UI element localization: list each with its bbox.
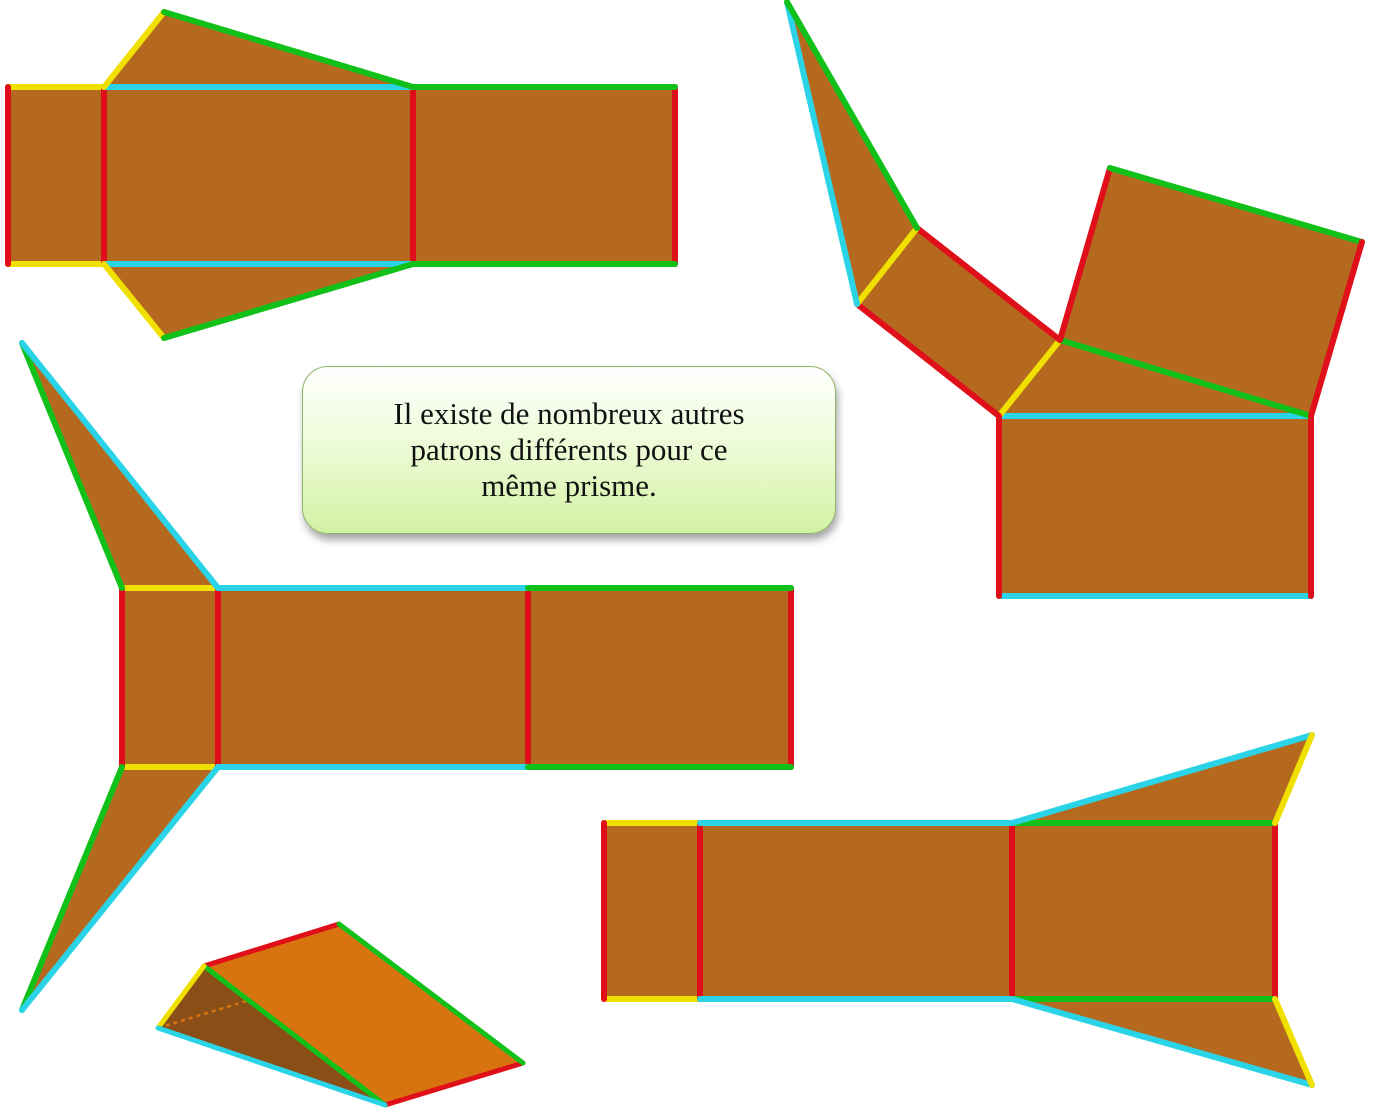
net-face <box>604 823 700 999</box>
green-edge <box>336 921 526 1066</box>
net-4 <box>601 732 1315 1088</box>
yellow-edge <box>1272 996 1315 1088</box>
net-1-edges <box>5 9 678 341</box>
orange-edge <box>291 985 524 1065</box>
yellow-edge <box>1272 732 1315 826</box>
green-edge <box>201 963 388 1108</box>
net-2 <box>784 0 1365 599</box>
cyan-edge <box>19 764 221 1013</box>
green-edge <box>161 9 416 90</box>
net-face <box>857 228 1060 416</box>
net-1 <box>5 9 678 341</box>
net-face <box>218 588 528 767</box>
red-edge <box>914 225 1063 343</box>
yellow-edge <box>101 9 167 90</box>
yellow-edge <box>854 225 920 307</box>
yellow-edge <box>101 261 167 341</box>
red-edge <box>1308 239 1365 419</box>
net-face <box>104 87 413 264</box>
info-callout: Il existe de nombreux autres patrons dif… <box>302 366 836 534</box>
green-edge <box>19 340 125 591</box>
red-edge <box>1057 165 1113 343</box>
net-face <box>8 87 104 264</box>
green-edge <box>1057 337 1314 419</box>
net-3-edges <box>19 340 794 1013</box>
net-face <box>787 2 917 304</box>
callout-text: Il existe de nombreux autres patrons dif… <box>393 396 744 504</box>
green-edge <box>19 764 125 1013</box>
prism-edges <box>155 921 526 1108</box>
net-1-faces <box>8 12 675 338</box>
cyan-edge <box>155 1025 388 1108</box>
red-edge <box>382 1060 526 1108</box>
net-4-edges <box>601 732 1315 1088</box>
yellow-edge <box>155 963 207 1031</box>
net-face <box>122 588 218 767</box>
prism-left-triangle <box>158 966 385 1105</box>
net-face <box>1060 168 1362 416</box>
cyan-edge <box>19 340 221 591</box>
cyan-edge <box>784 0 860 307</box>
net-face <box>999 340 1311 416</box>
green-edge <box>161 261 416 341</box>
green-edge <box>1107 165 1365 245</box>
prism-hidden-edges <box>157 923 524 1065</box>
net-3 <box>19 340 794 1013</box>
net-face <box>104 264 413 338</box>
green-edge <box>784 0 920 231</box>
cyan-edge <box>1009 996 1315 1088</box>
cyan-edge <box>1009 732 1315 826</box>
callout-line-1: Il existe de nombreux autres <box>393 396 745 431</box>
net-face <box>528 588 791 767</box>
net-face <box>104 12 413 87</box>
orange-edge <box>290 923 341 988</box>
callout-line-2: patrons différents pour ce <box>410 432 728 467</box>
red-edge <box>854 301 1002 419</box>
net-2-edges <box>784 0 1365 599</box>
yellow-edge <box>996 337 1063 419</box>
prism-top-face <box>204 924 523 1105</box>
red-edge <box>201 921 342 969</box>
net-face <box>700 823 1012 999</box>
net-face <box>413 87 675 264</box>
net-face <box>999 416 1311 596</box>
callout-line-3: même prisme. <box>481 468 657 503</box>
net-4-faces <box>604 735 1312 1085</box>
triangular-prism-3d <box>155 921 526 1108</box>
net-2-faces <box>787 2 1362 596</box>
net-face <box>1012 823 1275 999</box>
